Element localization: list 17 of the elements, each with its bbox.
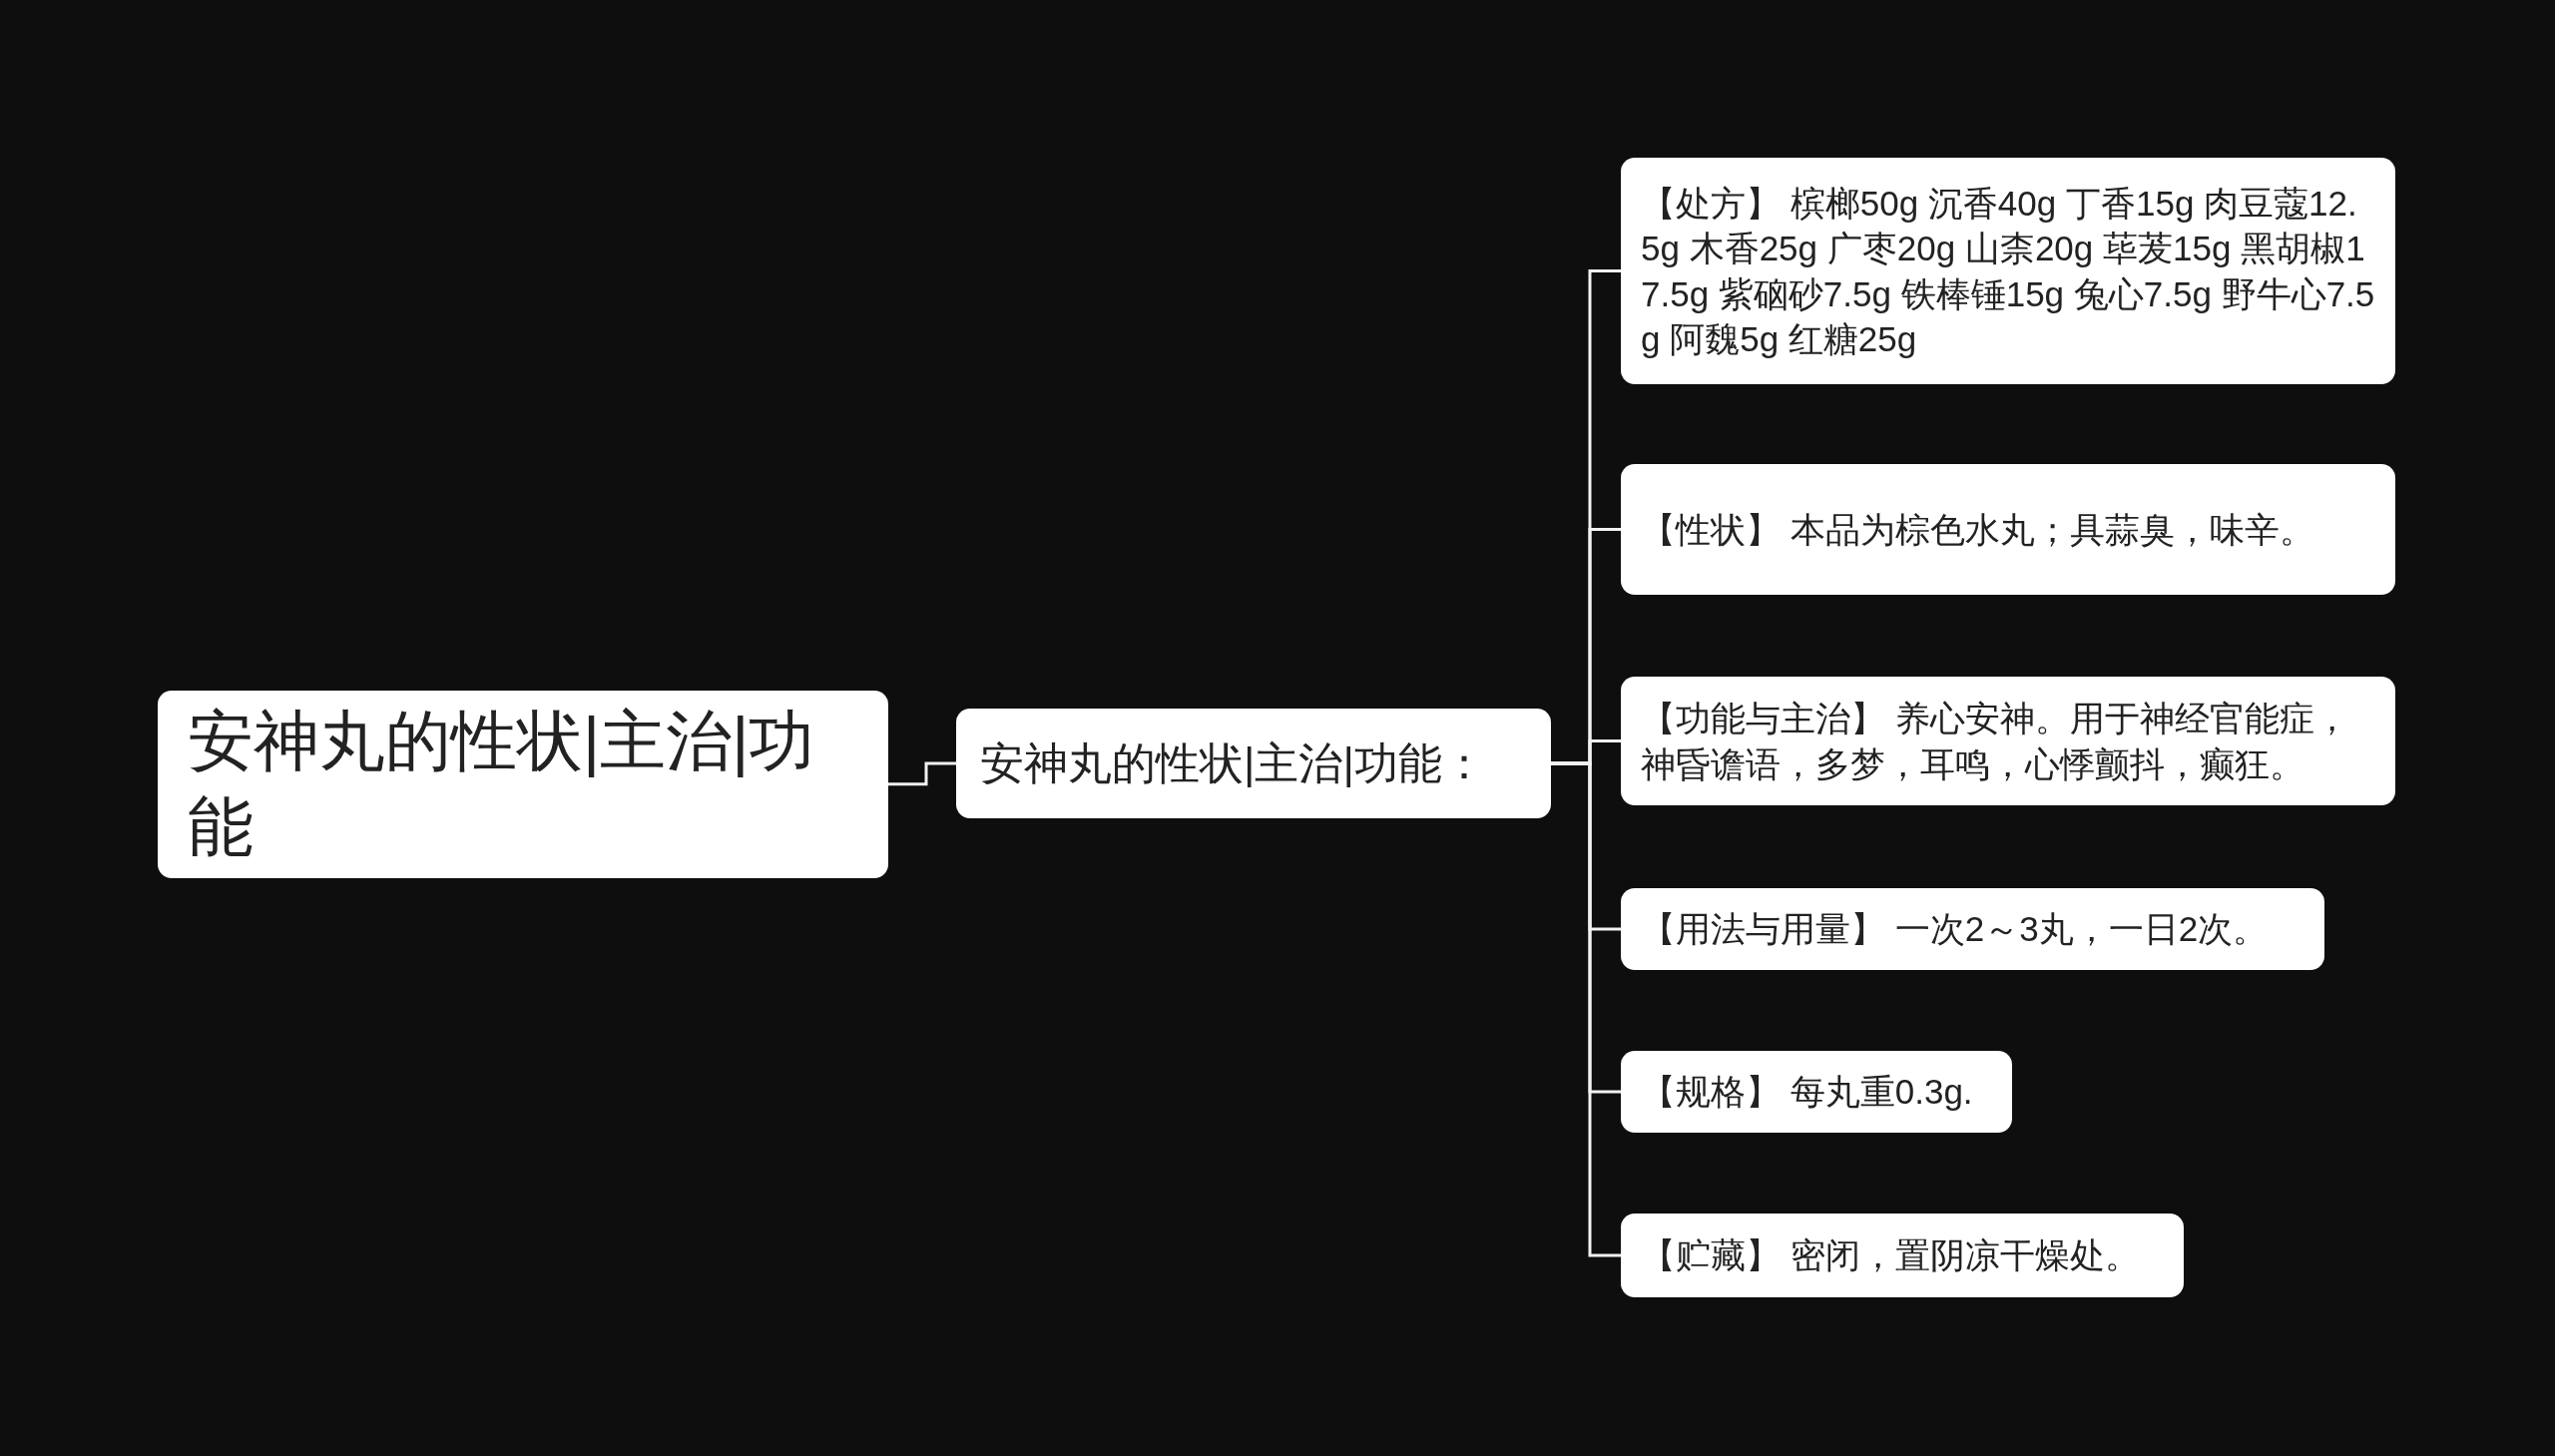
topic-box: [1621, 1051, 2012, 1133]
topic-box: [1621, 1213, 2184, 1297]
topic-box: [956, 709, 1551, 818]
connector-line: [888, 761, 956, 786]
topic-text: 安神丸的性状|主治|功能: [188, 703, 816, 865]
topic-text: 【功能与主治】 养心安神。用于神经官能症，神昏谵语，多梦，耳鸣，心悸颤抖，癫狂。: [1641, 698, 2350, 785]
topic-text: 安神丸的性状|主治|功能：: [980, 737, 1486, 790]
topic-box: [1621, 888, 2324, 970]
topic-text: 【用法与用量】 一次2～3丸，一日2次。: [1641, 908, 2269, 951]
topic-text: 【处方】 槟榔50g 沉香40g 丁香15g 肉豆蔻12.5g 木香25g 广枣20g 山柰20g 荜茇15g 黑胡椒17.5g 紫硇砂7.5g 铁棒锤15g 兔心7.5g 野牛心7.5g 阿魏5g 红糖25g: [1641, 182, 2375, 360]
topic-text: 【贮藏】 密闭，置阴凉干燥处。: [1641, 1234, 2140, 1277]
topic-box: [1621, 677, 2395, 805]
topic-text: 【规格】 每丸重0.3g.: [1641, 1071, 1973, 1114]
topic-text: 【性状】 本品为棕色水丸；具蒜臭，味辛。: [1641, 508, 2314, 551]
topic-box: [1621, 158, 2395, 384]
topic-box: [158, 691, 888, 878]
topic-box: [1621, 464, 2395, 595]
